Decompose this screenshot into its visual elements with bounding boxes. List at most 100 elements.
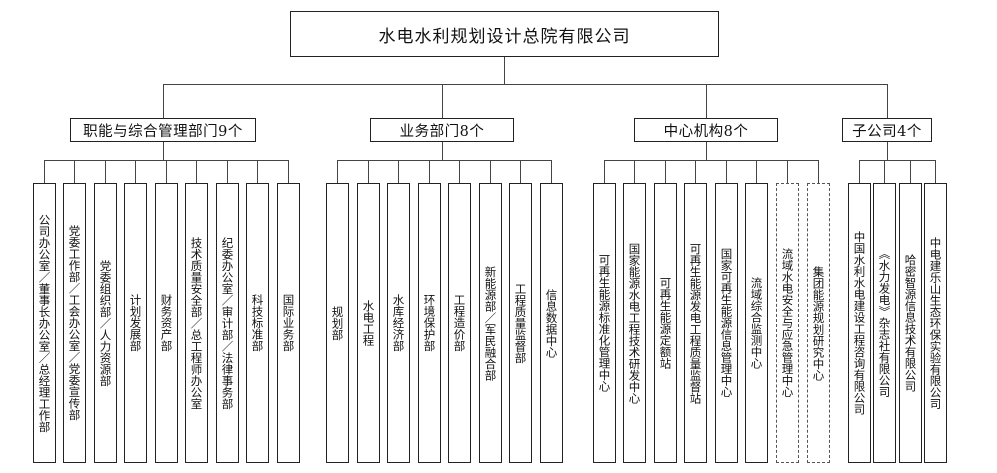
connector-line bbox=[368, 160, 370, 183]
unit-label: 计划发展部 bbox=[128, 294, 143, 352]
unit-label: 国家能源水电工程技术研发中心 bbox=[627, 242, 642, 404]
unit-label: 工程质量监督部 bbox=[513, 282, 528, 364]
connector-line bbox=[459, 160, 461, 183]
unit-label: 信息数据中心 bbox=[544, 288, 559, 358]
unit-label: 新能源部／军民融合部 bbox=[483, 265, 498, 381]
unit-box: 信息数据中心 bbox=[540, 183, 563, 463]
unit-label: 科技标准部 bbox=[250, 294, 265, 352]
unit-box: 流域水电安全与应急管理中心 bbox=[776, 183, 799, 463]
unit-box: 财务资产部 bbox=[155, 183, 178, 463]
unit-box: 《水力发电》杂志社有限公司 bbox=[873, 183, 896, 463]
unit-label: 党委组织部／人力资源部 bbox=[98, 259, 113, 387]
root-node-box: 水电水利规划设计总院有限公司 bbox=[290, 11, 719, 57]
unit-box: 国际业务部 bbox=[277, 183, 300, 463]
unit-label: 公司办公室／董事长办公室／总经理工作部 bbox=[37, 213, 52, 433]
connector-line bbox=[706, 142, 708, 160]
unit-box: 党委工作部／工会办公室／党委宣传部 bbox=[63, 183, 86, 463]
category-box-business: 业务部门8个 bbox=[370, 118, 514, 142]
unit-label: 《水力发电》杂志社有限公司 bbox=[877, 248, 892, 398]
unit-label: 规划部 bbox=[330, 305, 345, 341]
connector-line bbox=[504, 57, 506, 84]
connector-line bbox=[604, 160, 818, 162]
unit-box: 国家能源水电工程技术研发中心 bbox=[623, 183, 646, 463]
unit-label: 哈密智源信息技术有限公司 bbox=[903, 254, 918, 392]
connector-line bbox=[665, 160, 667, 183]
unit-box: 环境保护部 bbox=[418, 183, 441, 463]
unit-label: 可再生能源定额站 bbox=[658, 277, 673, 369]
category-label: 中心机构8个 bbox=[663, 123, 749, 140]
unit-box: 中电建乐山生态环保实验有限公司 bbox=[924, 183, 947, 463]
category-label: 业务部门8个 bbox=[399, 123, 485, 140]
unit-label: 中国水利水电建设工程咨询有限公司 bbox=[852, 231, 867, 415]
category-box-centers: 中心机构8个 bbox=[634, 118, 778, 142]
unit-label: 纪委办公室／审计部／法律事务部 bbox=[220, 236, 235, 410]
category-label: 子公司4个 bbox=[852, 123, 922, 140]
connector-line bbox=[706, 84, 708, 118]
unit-label: 水库经济部 bbox=[391, 294, 406, 352]
unit-label: 工程造价部 bbox=[452, 294, 467, 352]
unit-box: 可再生能源定额站 bbox=[654, 183, 677, 463]
connector-line bbox=[105, 160, 107, 183]
connector-line bbox=[935, 160, 937, 183]
connector-line bbox=[337, 160, 339, 183]
connector-line bbox=[787, 160, 789, 183]
unit-box: 规划部 bbox=[326, 183, 349, 463]
connector-line bbox=[726, 160, 728, 183]
category-box-functional: 职能与综合管理部门9个 bbox=[70, 118, 256, 142]
unit-box: 计划发展部 bbox=[124, 183, 147, 463]
unit-box: 哈密智源信息技术有限公司 bbox=[899, 183, 922, 463]
connector-line bbox=[859, 160, 861, 183]
connector-line bbox=[818, 160, 820, 183]
unit-label: 流域综合监测中心 bbox=[749, 277, 764, 369]
connector-line bbox=[163, 84, 887, 86]
unit-box: 水库经济部 bbox=[387, 183, 410, 463]
connector-line bbox=[756, 160, 758, 183]
connector-line bbox=[442, 84, 444, 118]
connector-line bbox=[163, 84, 165, 118]
unit-box: 国家可再生能源信息管理中心 bbox=[715, 183, 738, 463]
connector-line bbox=[429, 160, 431, 183]
unit-box: 中国水利水电建设工程咨询有限公司 bbox=[848, 183, 871, 463]
connector-line bbox=[442, 142, 444, 160]
connector-line bbox=[551, 160, 553, 183]
unit-box: 流域综合监测中心 bbox=[745, 183, 768, 463]
connector-line bbox=[135, 160, 137, 183]
unit-label: 流域水电安全与应急管理中心 bbox=[780, 248, 795, 398]
connector-line bbox=[288, 160, 290, 183]
unit-label: 党委工作部／工会办公室／党委宣传部 bbox=[67, 225, 82, 421]
connector-line bbox=[604, 160, 606, 183]
connector-line bbox=[166, 160, 168, 183]
unit-box: 可再生能源发电工程质量监督站 bbox=[684, 183, 707, 463]
connector-line bbox=[257, 160, 259, 183]
connector-line bbox=[398, 160, 400, 183]
unit-box: 新能源部／军民融合部 bbox=[479, 183, 502, 463]
connector-line bbox=[634, 160, 636, 183]
connector-line bbox=[196, 160, 198, 183]
connector-line bbox=[887, 84, 889, 118]
connector-line bbox=[74, 160, 76, 183]
unit-label: 财务资产部 bbox=[159, 294, 174, 352]
unit-box: 技术质量安全部／总工程师办公室 bbox=[185, 183, 208, 463]
unit-label: 国家可再生能源信息管理中心 bbox=[719, 248, 734, 398]
unit-box: 可再生能源标准化管理中心 bbox=[593, 183, 616, 463]
connector-line bbox=[337, 160, 551, 162]
category-box-subsidiaries: 子公司4个 bbox=[842, 118, 932, 142]
unit-box: 集团能源规划研究中心 bbox=[807, 183, 830, 463]
unit-box: 工程造价部 bbox=[448, 183, 471, 463]
unit-label: 环境保护部 bbox=[422, 294, 437, 352]
connector-line bbox=[910, 160, 912, 183]
unit-box: 科技标准部 bbox=[246, 183, 269, 463]
category-label: 职能与综合管理部门9个 bbox=[83, 123, 243, 140]
connector-line bbox=[163, 142, 165, 160]
connector-line bbox=[884, 160, 886, 183]
unit-box: 水电工程 bbox=[357, 183, 380, 463]
connector-line bbox=[227, 160, 229, 183]
connector-line bbox=[887, 142, 889, 160]
unit-box: 工程质量监督部 bbox=[509, 183, 532, 463]
connector-line bbox=[44, 160, 46, 183]
unit-label: 可再生能源标准化管理中心 bbox=[597, 254, 612, 392]
connector-line bbox=[520, 160, 522, 183]
root-node-label: 水电水利规划设计总院有限公司 bbox=[378, 26, 631, 47]
unit-label: 水电工程 bbox=[361, 300, 376, 346]
unit-label: 国际业务部 bbox=[281, 294, 296, 352]
